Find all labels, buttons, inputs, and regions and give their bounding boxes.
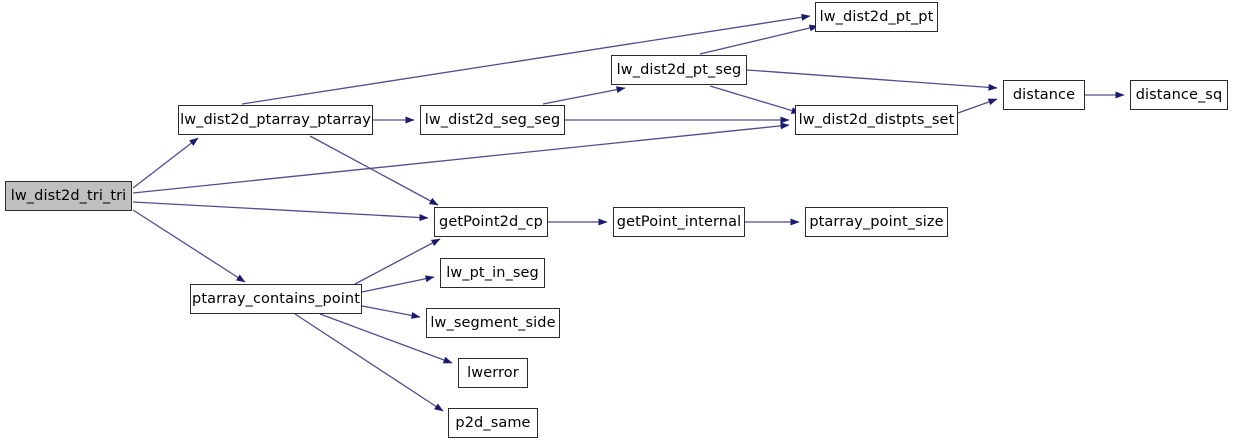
function-node-label: distance <box>1012 86 1076 103</box>
call-edge <box>132 137 199 189</box>
function-node-lw_dist2d_tri_tri[interactable]: lw_dist2d_tri_tri <box>5 181 132 211</box>
function-node-label: lwerror <box>467 364 519 381</box>
function-node-lw_dist2d_distpts_set[interactable]: lw_dist2d_distpts_set <box>795 105 958 135</box>
function-node-label: lw_dist2d_tri_tri <box>10 187 127 204</box>
function-node-label: ptarray_contains_point <box>192 290 360 307</box>
call-edge <box>132 201 429 222</box>
function-node-lw_dist2d_ptarray_ptarray[interactable]: lw_dist2d_ptarray_ptarray <box>178 105 373 135</box>
call-edge <box>309 135 439 206</box>
function-node-distance[interactable]: distance <box>1003 80 1085 110</box>
function-node-label: getPoint2d_cp <box>439 213 543 230</box>
function-node-getPoint_internal[interactable]: getPoint_internal <box>613 207 745 237</box>
function-node-label: ptarray_point_size <box>809 213 944 230</box>
function-node-distance_sq[interactable]: distance_sq <box>1130 80 1228 110</box>
function-node-label: lw_pt_in_seg <box>446 264 539 281</box>
function-node-lw_segment_side[interactable]: lw_segment_side <box>426 308 560 338</box>
call-edge <box>699 24 819 55</box>
function-node-label: lw_dist2d_pt_seg <box>616 61 742 78</box>
call-edge <box>132 122 790 194</box>
function-node-label: lw_dist2d_distpts_set <box>798 111 955 128</box>
function-node-getPoint2d_cp[interactable]: getPoint2d_cp <box>434 207 548 237</box>
call-edge <box>241 13 811 105</box>
function-node-label: p2d_same <box>455 414 531 431</box>
function-node-p2d_same[interactable]: p2d_same <box>448 408 538 438</box>
function-node-ptarray_contains_point[interactable]: ptarray_contains_point <box>190 284 362 314</box>
call-edge <box>319 313 453 364</box>
function-node-ptarray_point_size[interactable]: ptarray_point_size <box>805 207 948 237</box>
function-node-label: getPoint_internal <box>616 213 742 230</box>
function-node-label: lw_dist2d_seg_seg <box>424 111 561 128</box>
call-edge <box>542 86 626 105</box>
call-edge <box>709 85 801 114</box>
call-edge <box>957 98 998 114</box>
call-edge <box>361 305 421 319</box>
call-edge <box>132 209 246 283</box>
function-node-label: lw_dist2d_pt_pt <box>819 8 934 25</box>
call-edge <box>294 313 444 412</box>
function-node-lwerror[interactable]: lwerror <box>458 358 528 388</box>
function-node-lw_dist2d_seg_seg[interactable]: lw_dist2d_seg_seg <box>420 105 565 135</box>
function-node-lw_dist2d_pt_pt[interactable]: lw_dist2d_pt_pt <box>815 2 938 32</box>
call-edge <box>361 275 435 293</box>
function-node-label: distance_sq <box>1135 86 1223 103</box>
function-node-lw_dist2d_pt_seg[interactable]: lw_dist2d_pt_seg <box>611 55 747 85</box>
function-node-lw_pt_in_seg[interactable]: lw_pt_in_seg <box>440 258 545 288</box>
function-node-label: lw_segment_side <box>430 314 556 331</box>
call-edge <box>746 69 998 91</box>
call-edge <box>354 238 441 285</box>
function-node-label: lw_dist2d_ptarray_ptarray <box>180 111 371 128</box>
